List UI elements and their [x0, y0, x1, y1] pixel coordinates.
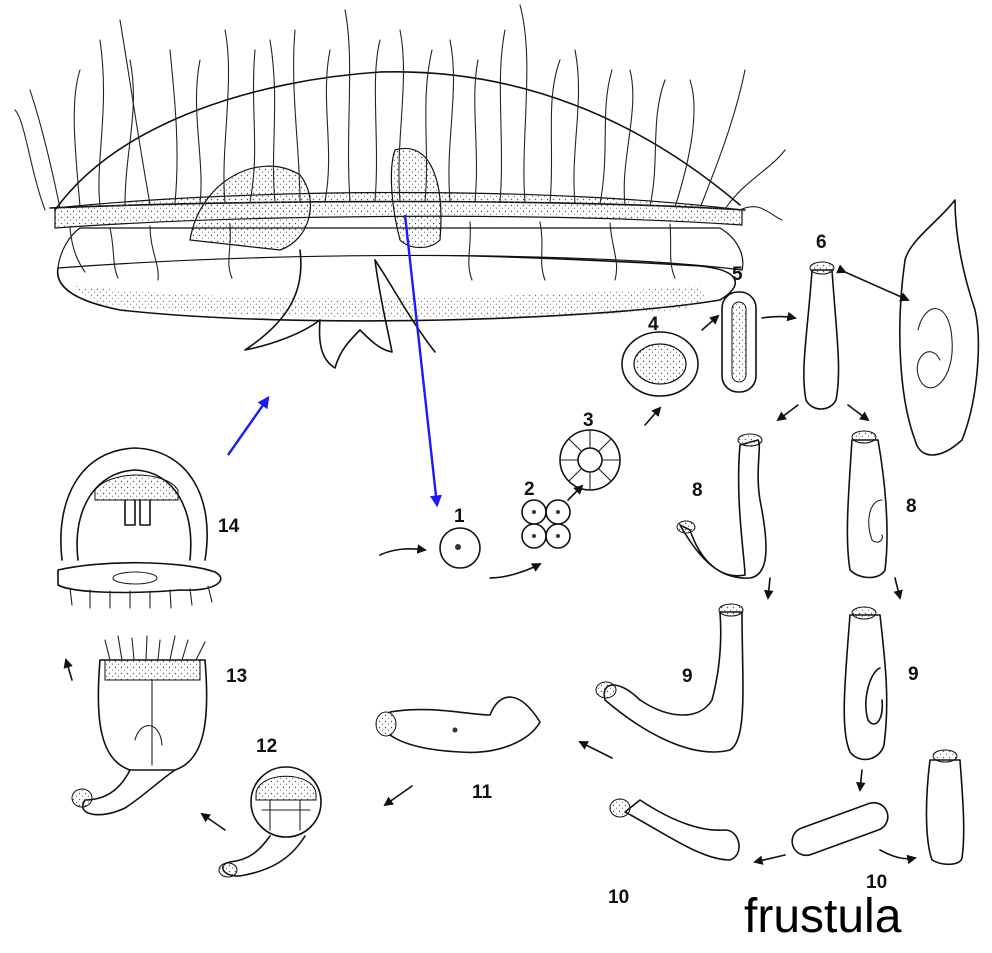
stage-6-polyp — [778, 200, 978, 455]
label-stage-14: 14 — [218, 516, 240, 537]
label-stage-6: 6 — [816, 232, 827, 253]
label-stage-12: 12 — [256, 736, 277, 757]
blue-arrow-to-egg — [405, 215, 437, 505]
label-stage-8a: 8 — [692, 480, 703, 501]
caption-frustula: frustula — [744, 890, 902, 943]
label-stage-4: 4 — [648, 314, 659, 335]
label-stage-9b: 9 — [908, 664, 919, 685]
label-stage-9a: 9 — [682, 666, 693, 687]
stage-12-medusa-bud — [202, 767, 321, 877]
stage-9a-polyp — [580, 604, 743, 758]
label-stage-1: 1 — [454, 506, 465, 527]
stage-11-polyp-with-bud — [376, 697, 540, 805]
stage-5-planula — [722, 292, 795, 392]
stage-4-gastrula — [622, 316, 718, 396]
label-stage-3: 3 — [583, 410, 594, 431]
stage-3-blastula — [560, 408, 660, 490]
label-stage-5: 5 — [732, 264, 743, 285]
stage-labels: 1 2 3 4 5 6 8 8 9 9 10 10 11 12 13 14 — [218, 232, 919, 908]
adult-medusa-drawing — [15, 5, 785, 368]
stage-13-developing-medusa — [66, 636, 207, 815]
stage-8b-frustule-bud — [847, 431, 900, 598]
label-stage-8b: 8 — [906, 496, 917, 517]
blue-arrow-to-medusa — [228, 398, 268, 455]
stage-10-frustule — [610, 750, 964, 864]
label-stage-11: 11 — [472, 782, 493, 803]
label-stage-13: 13 — [226, 666, 247, 687]
label-stage-10a: 10 — [608, 887, 629, 908]
stage-14-released-medusa — [58, 448, 221, 608]
stage-9b-frustule-budding — [844, 607, 887, 790]
label-stage-2: 2 — [524, 479, 535, 500]
stage-8a-budding-polyp — [677, 434, 770, 598]
stage-1-egg — [380, 528, 540, 578]
